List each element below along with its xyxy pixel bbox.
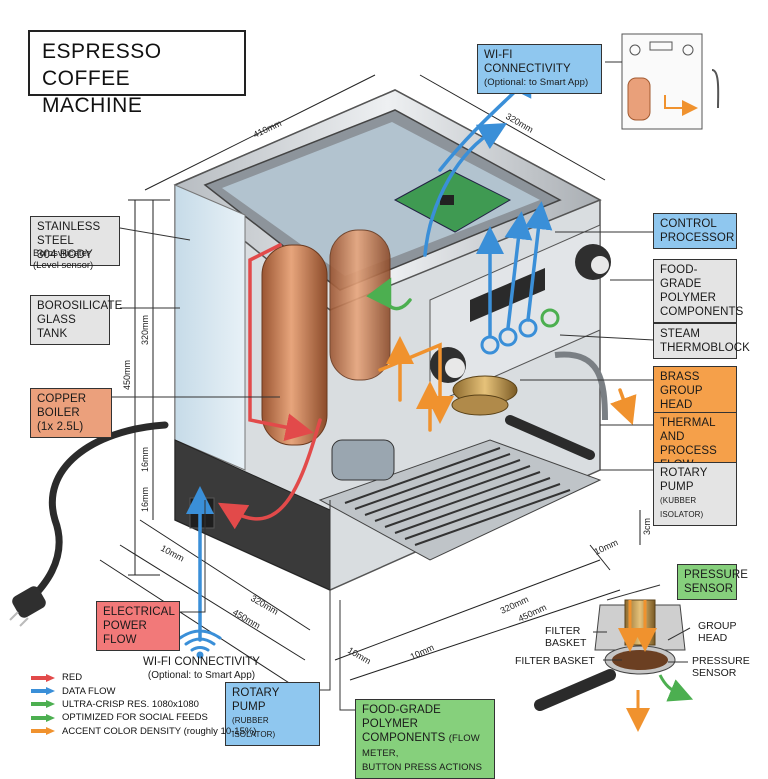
arrow-icon xyxy=(31,687,55,696)
dim-side-16b: 16mm xyxy=(140,487,150,512)
label-wifi-top: WI-FI CONNECTIVITY (Optional: to Smart A… xyxy=(477,44,602,94)
label-control-processor: CONTROL PROCESSOR xyxy=(653,213,737,249)
label-food-grade-bottom: FOOD-GRADE POLYMER COMPONENTS (FLOW METE… xyxy=(355,699,495,779)
arrow-icon xyxy=(31,727,55,736)
power-plug-icon xyxy=(9,586,46,627)
label-detail-filter-basket-1: FILTER BASKET xyxy=(545,625,587,649)
dim-base-left-450: 450mm xyxy=(231,607,262,631)
dim-base-left-320: 320mm xyxy=(249,593,280,617)
label-detail-group-head: GROUP HEAD xyxy=(698,620,737,644)
legend-item: RED xyxy=(30,671,256,684)
dim-base-mid-10b: 10mm xyxy=(409,642,436,662)
power-cable xyxy=(26,421,169,604)
label-brass-group-head: BRASS GROUP HEAD xyxy=(653,366,737,416)
arrow-icon xyxy=(31,673,55,682)
leader-lines xyxy=(112,227,691,711)
title-line-2: COFFEE MACHINE xyxy=(42,67,143,117)
label-copper-boiler: COPPER BOILER (1x 2.5L) xyxy=(30,388,112,438)
arrow-icon xyxy=(31,700,55,709)
dim-base-mid-10a: 10mm xyxy=(346,645,373,666)
page-title: ESPRESSO COFFEE MACHINE xyxy=(28,30,246,117)
group-head-cutaway xyxy=(534,584,694,732)
label-stainless-body: STAINLESS STEEL 304 BODY xyxy=(30,216,120,266)
label-electrical-power-flow: ELECTRICAL POWER FLOW xyxy=(96,601,180,651)
dim-base-left-10: 10mm xyxy=(159,543,186,564)
label-level-sensor-note: Borosvilicater (Level sensor) xyxy=(33,248,94,271)
steam-wand xyxy=(554,351,608,421)
label-steam-thermoblock: STEAM THERMOBLOCK xyxy=(653,323,750,359)
copper-boiler xyxy=(261,244,328,446)
legend-item: ACCENT COLOR DENSITY (roughly 10-15%) xyxy=(30,725,256,738)
label-detail-pressure-sensor: PRESSURE SENSOR xyxy=(692,655,750,679)
glass-tank xyxy=(174,184,246,471)
label-rotary-pump-bottom: ROTARY PUMP (RUBBER ISOLATOR) xyxy=(225,682,320,746)
dim-height-inner: 320mm xyxy=(140,315,150,345)
legend: RED DATA FLOW ULTRA-CRISP RES. 1080x1080… xyxy=(30,671,256,738)
thumbnail-machine xyxy=(605,33,720,130)
dim-foot-height: 3cm xyxy=(642,518,652,535)
arrow-icon xyxy=(31,713,55,722)
label-pressure-sensor-box: PRESSURE SENSOR xyxy=(677,564,748,600)
legend-item: OPTIMIZED FOR SOCIAL FEEDS xyxy=(30,711,256,724)
rotary-pump xyxy=(331,439,395,481)
dim-base-right-10: 10mm xyxy=(593,537,620,557)
label-food-grade-right: FOOD-GRADE POLYMER COMPONENTS xyxy=(653,259,743,323)
wifi-icon xyxy=(178,629,222,659)
legend-item: DATA FLOW xyxy=(30,684,256,697)
legend-item: ULTRA-CRISP RES. 1080x1080 xyxy=(30,698,256,711)
dim-height-total: 450mm xyxy=(122,360,132,390)
power-socket xyxy=(189,497,215,529)
label-rotary-pump-right: ROTARY PUMP (KUBBER ISOLATOR) xyxy=(653,462,737,526)
dim-side-16a: 16mm xyxy=(140,447,150,472)
dim-top-width: 410mm xyxy=(252,118,283,140)
portafilter-handle xyxy=(505,415,595,460)
label-detail-filter-basket-2: FILTER BASKET xyxy=(515,655,595,667)
title-line-1: ESPRESSO xyxy=(42,40,162,63)
label-wifi-bottom: WI-FI CONNECTIVITY (Optional: to Smart A… xyxy=(143,656,260,681)
label-glass-tank: BOROSILICATE GLASS TANK xyxy=(30,295,122,345)
